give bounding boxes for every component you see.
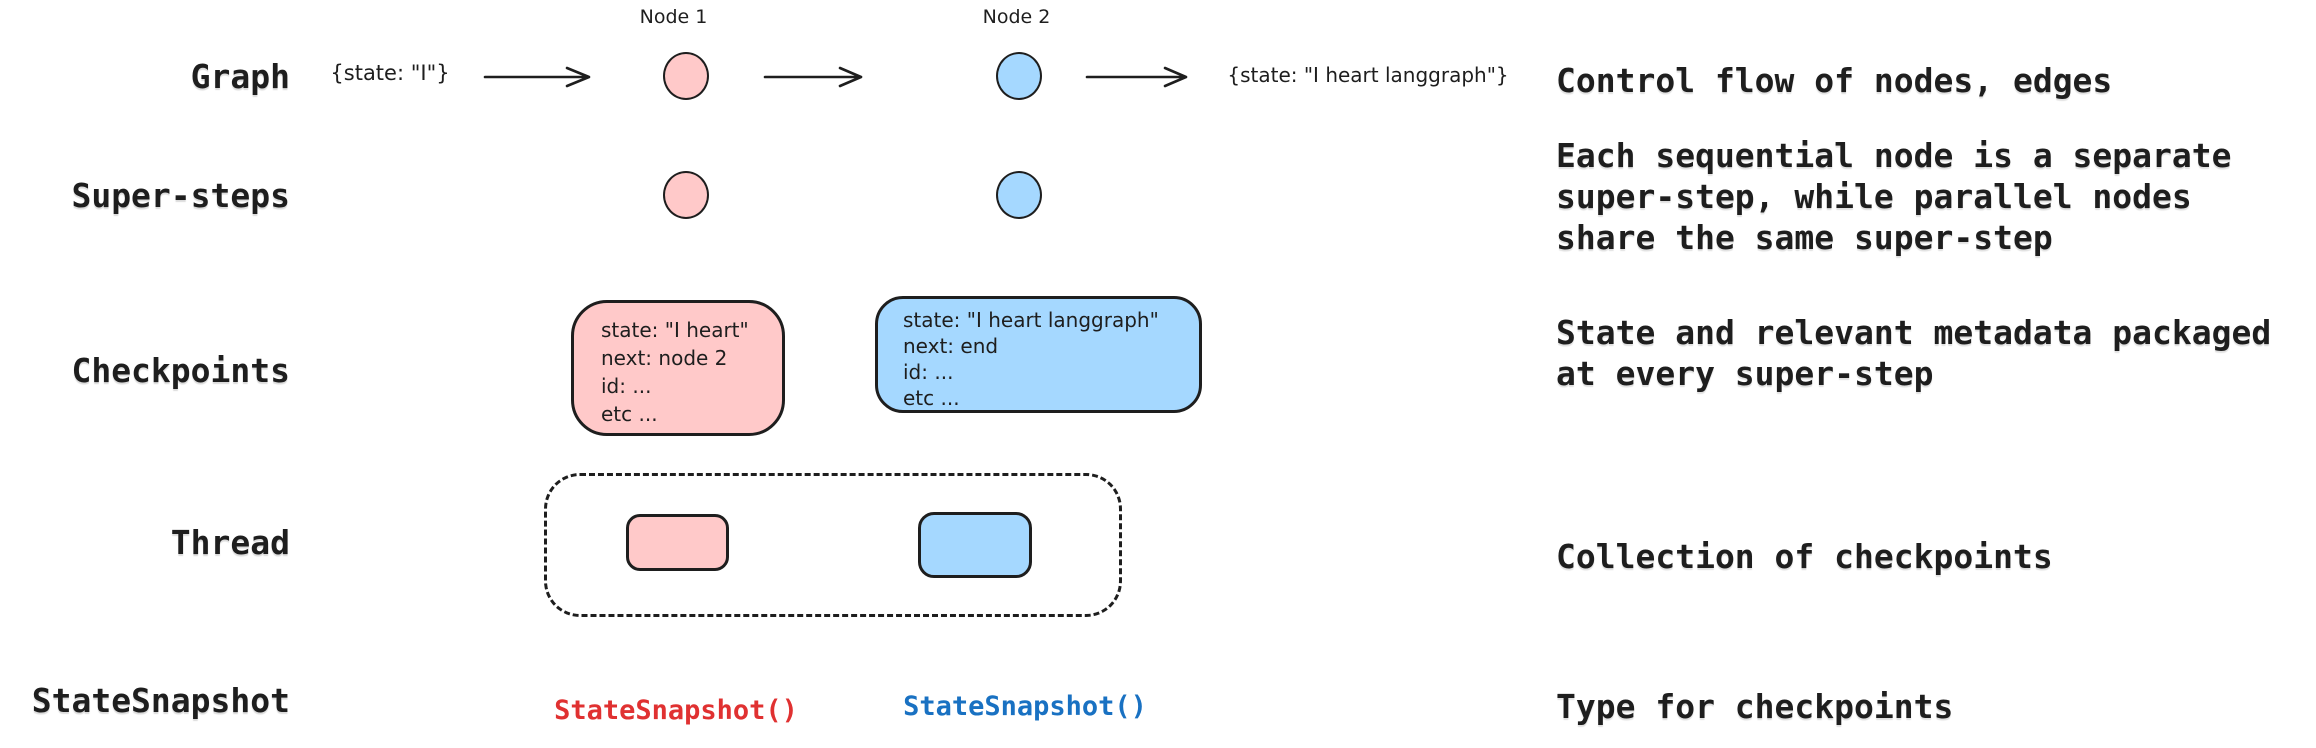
edge-arrow-node2-to-output [1085, 66, 1188, 88]
output-state-text: {state: "I heart langgraph"} [1227, 63, 1509, 87]
row-description-graph: Control flow of nodes, edges [1556, 61, 2113, 100]
node2-circle-graph [996, 52, 1042, 100]
checkpoint-card-node1: state: "I heart" next: node 2 id: ... et… [571, 300, 785, 436]
row-label-graph: Graph [190, 57, 290, 96]
row-label-super-steps: Super-steps [71, 176, 290, 215]
thread-boundary-box [544, 473, 1122, 617]
row-label-thread: Thread [170, 523, 290, 562]
node1-circle-graph [663, 52, 709, 100]
checkpoint-card-node2: state: "I heart langgraph" next: end id:… [875, 296, 1202, 413]
edge-arrow-node1-to-node2 [763, 66, 863, 88]
node1-circle-superstep [663, 171, 709, 219]
node2-label: Node 2 [982, 6, 1051, 28]
edge-arrow-input-to-node1 [483, 66, 591, 88]
statesnapshot-code-node1: StateSnapshot() [554, 695, 798, 726]
node2-circle-superstep [996, 171, 1042, 219]
row-description-checkpoints: State and relevant metadata packaged at … [1556, 313, 2272, 393]
row-description-statesnapshot: Type for checkpoints [1556, 687, 1954, 726]
row-label-checkpoints: Checkpoints [71, 351, 290, 390]
row-description-thread: Collection of checkpoints [1556, 537, 2053, 576]
input-state-text: {state: "I"} [330, 61, 450, 85]
statesnapshot-code-node2: StateSnapshot() [903, 691, 1147, 722]
thread-checkpoint-node2 [918, 512, 1032, 578]
thread-checkpoint-node1 [626, 514, 729, 571]
row-description-super-steps: Each sequential node is a separate super… [1556, 136, 2232, 257]
row-label-statesnapshot: StateSnapshot [31, 681, 290, 720]
node1-label: Node 1 [639, 6, 708, 28]
